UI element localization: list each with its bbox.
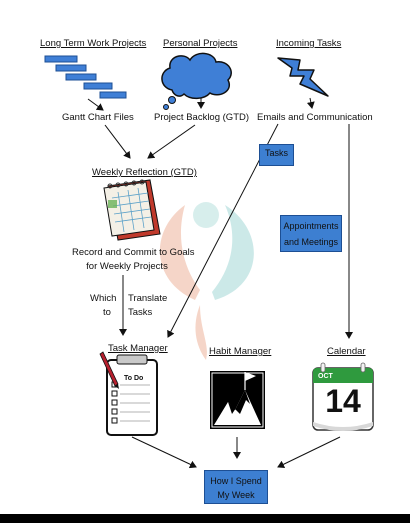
emails-communication-label: Emails and Communication [257,112,373,123]
calendar-label: Calendar [327,346,366,357]
todo-label: To Do [124,375,144,382]
arrow-lightning-to-emails [306,97,315,109]
clipboard-todo-icon [99,351,158,436]
bottom-border [0,514,410,523]
tasks-box-label: Tasks [264,148,288,158]
translate-label: Translate [128,293,168,304]
thought-cloud-icon [161,52,232,110]
appointments-box: Appointments and Meetings [280,215,342,252]
reflection-line-1: Record and Commit to Goals [72,247,195,258]
weekly-reflection-title: Weekly Reflection (GTD) [92,167,197,178]
gantt-files-label: Gantt Chart Files [62,112,134,123]
task-manager-label: Task Manager [108,343,168,354]
personal-projects-label: Personal Projects [163,38,238,49]
arrow-tasks-to-week [131,436,197,469]
mountain-flag-icon [210,371,265,429]
project-backlog-label: Project Backlog (GTD) [154,112,250,123]
how-i-spend-my-week-box: How I Spend My Week [204,470,268,504]
calendar-icon [312,362,374,431]
arrow-calendar-to-week [277,436,341,468]
gantt-chart-icon [44,55,127,99]
tasks-label: Tasks [128,307,153,318]
watermark-logo [159,202,254,360]
calendar-month: OCT [318,373,333,380]
calendar-day: 14 [325,383,361,419]
appointments-line-1: Appointments [283,221,339,231]
arrow-backlog-to-reflection [147,124,196,159]
to-label: to [103,307,111,318]
habit-manager-label: Habit Manager [209,346,272,357]
long-term-projects-label: Long Term Work Projects [40,38,147,49]
outcome-line-2: My Week [217,490,255,500]
tasks-box: Tasks [259,144,294,166]
lightning-icon [277,57,329,97]
reflection-line-2: for Weekly Projects [86,261,168,272]
planner-book-icon [103,179,161,241]
which-label: Which [90,293,117,304]
incoming-tasks-label: Incoming Tasks [276,38,342,49]
arrow-gantt-to-files [87,98,104,111]
appointments-line-2: and Meetings [283,237,339,247]
arrow-gantt-to-reflection [104,124,131,159]
outcome-line-1: How I Spend [210,476,262,486]
